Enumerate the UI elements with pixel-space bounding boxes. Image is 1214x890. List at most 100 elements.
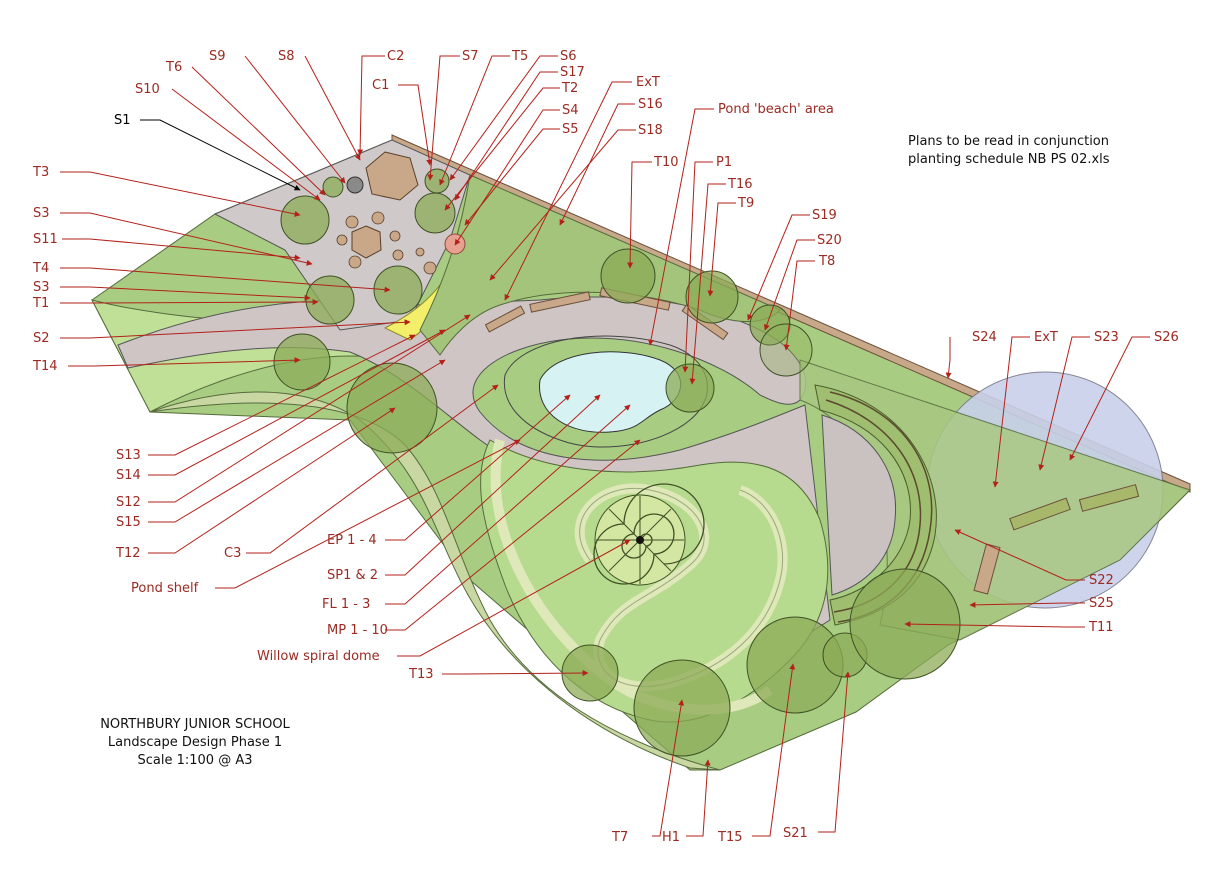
label-ExT2: ExT [1034,330,1058,345]
leader-S20 [763,239,815,331]
label-S7: S7 [462,49,479,64]
tree-T9 [685,270,739,324]
stepping-stones [336,211,437,275]
leader-S6 [449,55,558,181]
leader-H1 [686,759,711,837]
label-T5: T5 [511,49,528,64]
leader-S16 [559,103,635,226]
label-T16: T16 [727,177,752,192]
leader-S7 [427,55,460,181]
tree-T3 [280,195,330,245]
leader-T7 [652,699,685,837]
leader-S12 [148,314,471,503]
trees [273,168,961,757]
leader-C3 [246,384,499,554]
label-S9: S9 [209,49,226,64]
leader-T5 [439,55,510,186]
schedule-note: Plans to be read in conjunction planting… [908,133,1168,169]
leader-P1 [682,161,713,373]
leader-T1 [60,299,319,306]
label-S24: S24 [972,330,997,345]
leader-Pond [648,108,714,346]
label-H1: H1 [662,830,680,845]
leader-T10 [627,161,652,269]
label-S23: S23 [1094,330,1119,345]
tree-T5 [414,192,456,234]
leader-T8 [783,260,815,351]
label-FL: FL 1 - 3 [322,597,370,612]
leader-T4 [60,267,391,293]
leader-Shelf [215,439,521,589]
gazebo-roof [365,151,419,201]
leader-S21 [818,671,851,833]
hex-table [351,225,382,259]
tree-T4 [373,265,423,315]
leader-S24 [945,337,952,379]
label-SP: SP1 & 2 [327,568,378,583]
leader-T13 [442,670,589,677]
site-ground [91,134,1191,771]
label-ExT1: ExT [636,75,660,90]
label-Pond: Pond 'beach' area [718,102,834,117]
leader-S5 [464,128,560,226]
leader-S23 [1038,336,1090,471]
leader-S3a [60,212,313,266]
tree-T7 [633,659,731,757]
label-P1: P1 [716,155,732,170]
leader-T3 [60,171,301,217]
label-T14: T14 [32,359,57,374]
label-S1: S1 [114,113,131,128]
label-T11: T11 [1088,620,1113,635]
tree-T16 [665,363,715,413]
leader-S3b [60,286,311,301]
leader-C2 [357,55,385,156]
leader-S22 [954,529,1085,581]
leader-S18 [489,129,636,281]
leader-S4 [454,109,560,246]
label-T9: T9 [737,196,754,211]
tree-T10 [600,248,656,304]
label-T1: T1 [32,296,49,311]
leader-S9 [244,55,346,184]
leader-FL [385,404,631,605]
leader-SP [385,394,601,576]
label-S3b: S3 [33,280,50,295]
label-S26: S26 [1154,330,1179,345]
leader-T16 [689,183,726,385]
leader-S26 [1069,336,1150,461]
label-T7: T7 [611,830,628,845]
leader-S1 [140,119,301,191]
label-S2: S2 [33,331,50,346]
leader-T14 [68,357,301,367]
leader-S13 [148,334,416,456]
leader-S17 [454,71,558,201]
amphitheatre [814,384,937,626]
label-S16: S16 [638,97,663,112]
leader-S11 [62,238,301,261]
leader-T12 [148,407,396,554]
label-T8: T8 [818,254,835,269]
label-T4: T4 [32,261,49,276]
label-C2: C2 [387,49,404,64]
leader-S8 [304,55,361,161]
label-Willow: Willow spiral dome [257,649,380,664]
pond [539,351,682,433]
label-S6: S6 [560,49,577,64]
leader-Willow [397,539,631,657]
label-T6: T6 [165,60,182,75]
label-T2: T2 [561,81,578,96]
label-S14: S14 [116,468,141,483]
project-name: Landscape Design Phase 1 [107,735,283,750]
plant-labels: S9 S8 C2 S7 T5 S6 S17 T6 C1 T2 ExT S10 S… [32,49,1179,845]
willow-spiral-dome [593,483,705,586]
label-S13: S13 [116,448,141,463]
label-S19: S19 [812,208,837,223]
drawing-scale: Scale 1:100 @ A3 [137,753,253,768]
label-S22: S22 [1089,573,1114,588]
tree-S19 [749,304,791,346]
label-S17: S17 [560,65,585,80]
leader-S2 [60,319,411,339]
leader-S10 [171,88,321,201]
label-S10: S10 [135,82,160,97]
